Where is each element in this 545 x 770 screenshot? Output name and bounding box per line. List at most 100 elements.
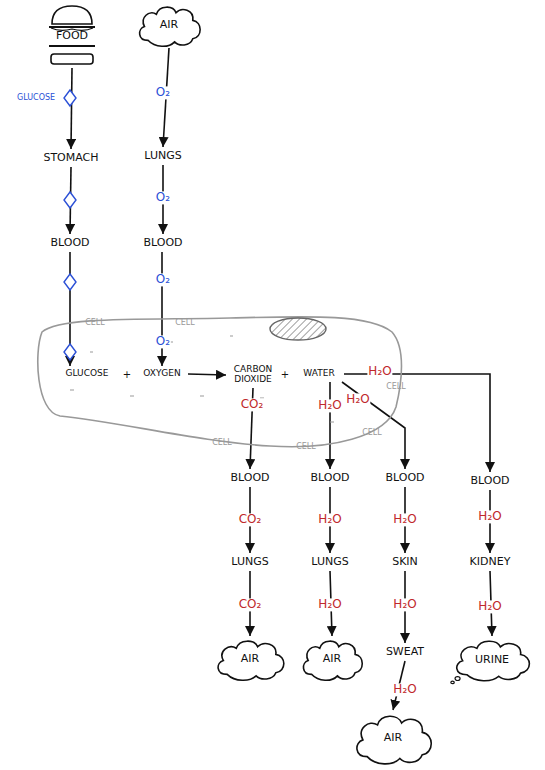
flow-step: WATER: [294, 366, 344, 382]
burger-layer: [49, 26, 95, 28]
node-text: BLOOD: [230, 472, 269, 484]
molecule-label: H₂O: [477, 600, 502, 613]
flow-step: SKIN: [383, 553, 427, 571]
node-text: CARBON DIOXIDE: [226, 365, 280, 385]
flow-step: STOMACH: [36, 149, 106, 167]
glucose-diamond: [64, 90, 76, 106]
glucose-diamond: [64, 192, 76, 208]
node-text: OXYGEN: [143, 369, 181, 379]
node-text: AIR: [384, 732, 402, 744]
flow-step: BLOOD: [136, 234, 190, 252]
flow-arrow: [188, 374, 226, 375]
flow-arrow: [71, 68, 72, 149]
node-text: LUNGS: [231, 556, 268, 568]
cell-label: CELL: [296, 442, 316, 451]
glucose-diamond: [64, 344, 76, 360]
molecule-label: O₂: [155, 335, 171, 348]
cloud-node: AIR: [212, 636, 288, 682]
flow-step: CARBON DIOXIDE: [226, 362, 280, 388]
flow-arrow: [329, 382, 331, 469]
cell-outline: [30, 312, 405, 454]
flow-step: LUNGS: [136, 147, 190, 165]
node-text: BLOOD: [470, 475, 509, 487]
node-text: LUNGS: [144, 150, 181, 162]
bun-bottom: [51, 54, 93, 64]
molecule-label: CO₂: [240, 398, 265, 411]
cell-label: CELL: [386, 382, 406, 391]
node-text: SKIN: [392, 556, 418, 568]
cell-label: CELL: [85, 318, 105, 327]
burger-node: FOOD: [46, 4, 98, 68]
node-text: STOMACH: [43, 152, 98, 164]
flow-step: BLOOD: [222, 469, 278, 487]
cell-label: CELL: [175, 318, 195, 327]
cell-label: CELL: [362, 428, 382, 437]
flow-step: LUNGS: [302, 553, 358, 571]
flow-step: LUNGS: [222, 553, 278, 571]
cloud-node: AIR: [350, 710, 436, 766]
flow-step: GLUCOSE: [56, 366, 118, 382]
molecule-label: H₂O: [367, 365, 392, 378]
flow-arrow: [342, 382, 405, 469]
molecule-label: H₂O: [477, 510, 502, 523]
flow-step: BLOOD: [462, 472, 518, 490]
molecule-label: O₂: [155, 86, 171, 99]
node-text: KIDNEY: [470, 556, 511, 568]
node-text: GLUCOSE: [66, 369, 109, 379]
molecule-label: H₂O: [317, 513, 342, 526]
flow-step: SWEAT: [374, 643, 436, 661]
node-text: AIR: [160, 19, 178, 31]
burger-layer: [49, 45, 95, 47]
molecule-label: H₂O: [392, 683, 417, 696]
cell-membrane: [38, 317, 402, 447]
cloud-outline: [218, 641, 284, 680]
node-text: BLOOD: [143, 237, 182, 249]
node-text: FOOD: [56, 30, 88, 42]
molecule-label: CO₂: [238, 598, 263, 611]
cell-label: CELL: [212, 438, 232, 447]
molecule-label: GLUCOSE: [16, 94, 56, 103]
node-text: BLOOD: [310, 472, 349, 484]
molecule-label: O₂: [155, 273, 171, 286]
bubble: [451, 681, 454, 683]
node-text: BLOOD: [385, 472, 424, 484]
flow-arrow: [70, 167, 71, 234]
node-text: BLOOD: [50, 237, 89, 249]
glucose-diamond: [64, 274, 76, 290]
cell-nucleus: [270, 318, 326, 340]
urine-node: URINE: [450, 636, 534, 684]
flow-arrow: [69, 252, 71, 366]
cell-node: CELL CELL CELL CELL CELL CELL GLUCOSE OXYGEN CAR…: [30, 312, 405, 454]
molecule-label: H₂O: [392, 598, 417, 611]
cloud-outline: [357, 716, 431, 764]
cloud-outline: [457, 641, 530, 681]
node-text: SWEAT: [386, 646, 424, 658]
plus-sign: +: [280, 369, 290, 380]
flow-arrow: [161, 252, 163, 366]
node-text: LUNGS: [311, 556, 348, 568]
plus-sign: +: [122, 369, 132, 380]
molecule-label: H₂O: [317, 598, 342, 611]
flow-step: BLOOD: [42, 234, 98, 252]
bun-top: [52, 6, 92, 24]
flow-step: BLOOD: [377, 469, 433, 487]
node-text: AIR: [323, 653, 341, 665]
molecule-label: H₂O: [345, 393, 370, 406]
node-text: WATER: [303, 369, 334, 379]
node-text: AIR: [241, 653, 259, 665]
flow-step: KIDNEY: [458, 553, 522, 571]
cloud-outline: [303, 641, 362, 680]
bubble: [455, 677, 460, 681]
cloud-node: AIR: [134, 2, 204, 48]
molecule-label: H₂O: [317, 399, 342, 412]
molecule-label: O₂: [155, 191, 171, 204]
node-text: URINE: [475, 654, 509, 666]
molecule-label: CO₂: [238, 513, 263, 526]
flow-step: OXYGEN: [136, 366, 188, 382]
flow-step: BLOOD: [302, 469, 358, 487]
cloud-node: AIR: [298, 636, 366, 682]
molecule-label: H₂O: [392, 513, 417, 526]
cloud-outline: [140, 7, 201, 46]
cytoplasm-mark: [70, 336, 354, 422]
